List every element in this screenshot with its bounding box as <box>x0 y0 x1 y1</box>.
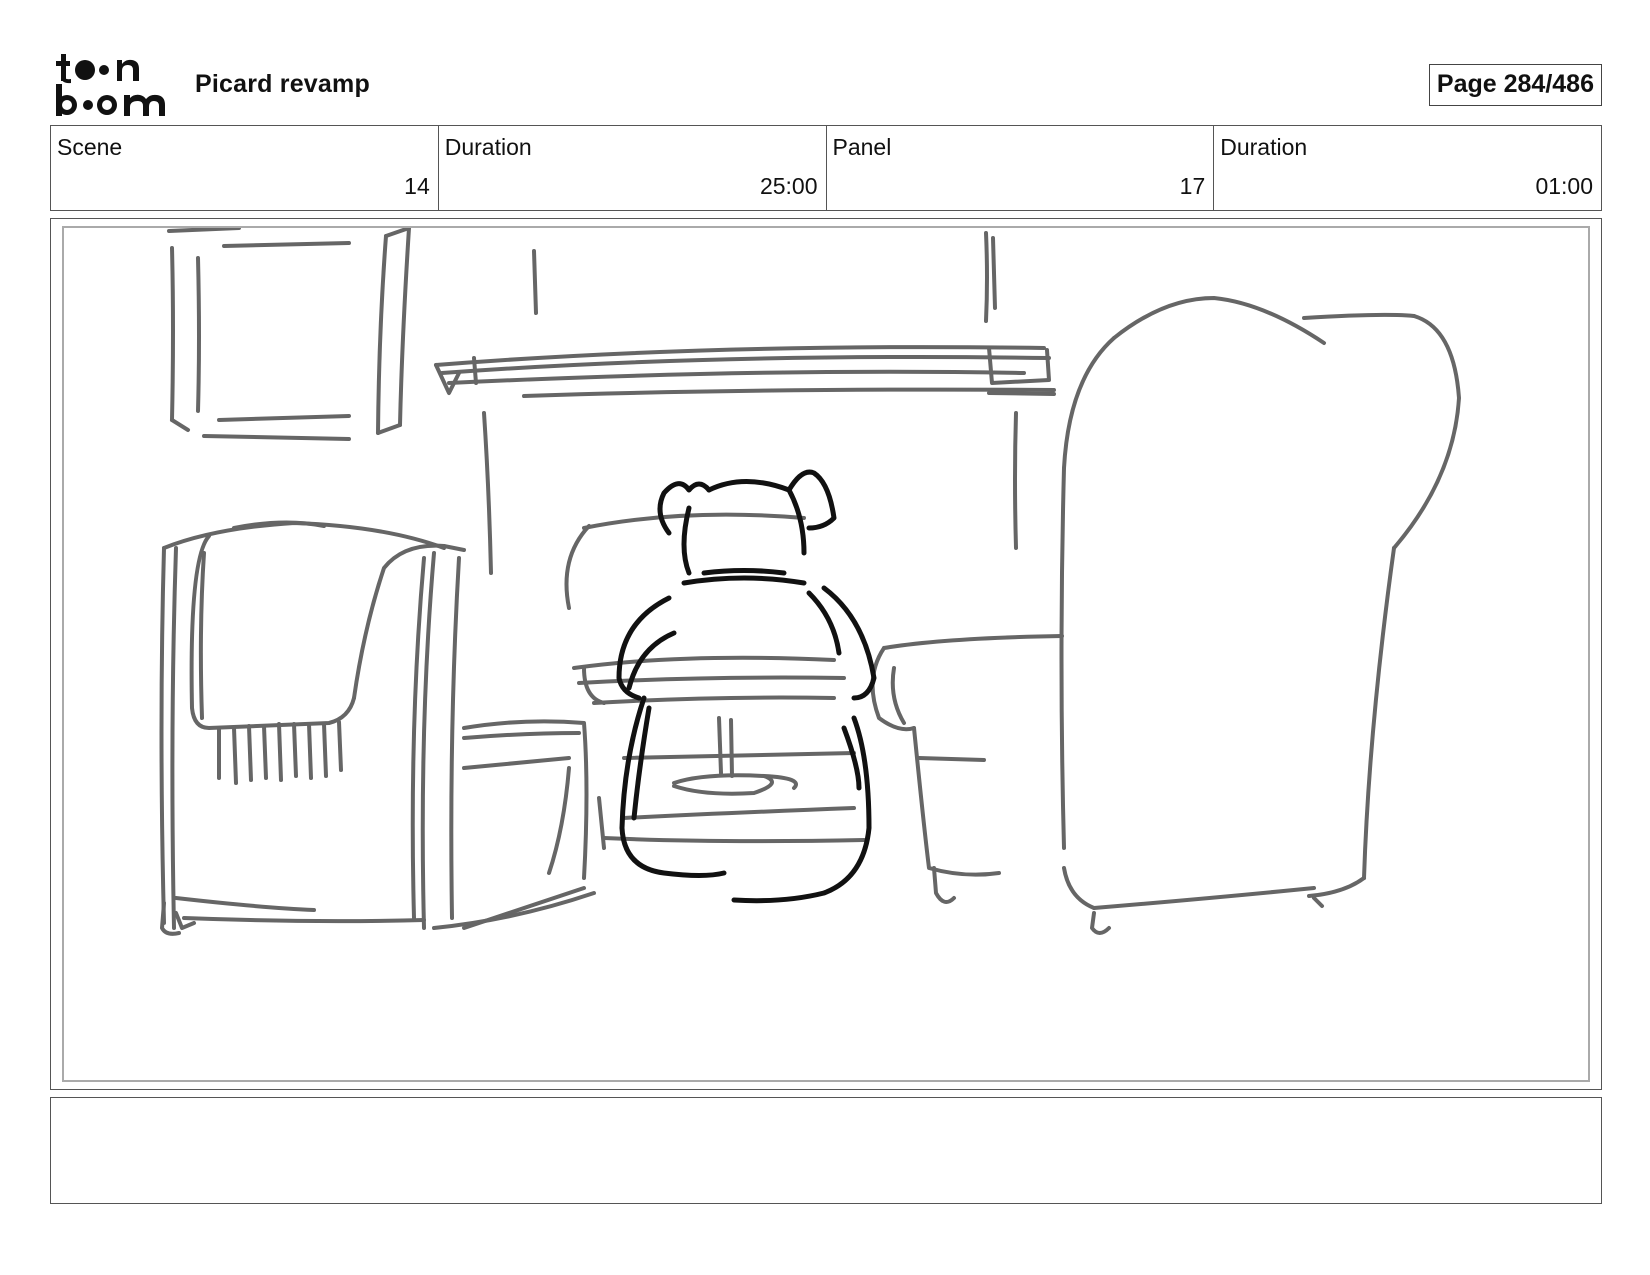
scene-value: 14 <box>404 173 430 199</box>
wingback-chair-sketch <box>1059 296 1461 935</box>
character-sketch <box>616 469 877 904</box>
panel-cell: Panel 17 <box>827 126 1215 210</box>
toonboom-logo <box>56 54 165 116</box>
page-indicator: Page 284/486 <box>1428 64 1602 106</box>
scene-duration-cell: Duration 25:00 <box>439 126 827 210</box>
storyboard-panel <box>62 226 1590 1082</box>
project-title: Picard revamp <box>195 70 370 98</box>
loveseat-sketch <box>870 634 1064 904</box>
left-armchair-sketch <box>159 520 596 936</box>
panel-duration-value: 01:00 <box>1535 173 1593 199</box>
panel-value: 17 <box>1179 173 1206 199</box>
notes-box <box>50 1097 1602 1204</box>
storyboard-panel-frame <box>50 218 1602 1090</box>
panel-label: Panel <box>832 134 892 160</box>
scene-cell: Scene 14 <box>51 126 439 210</box>
scene-label: Scene <box>57 134 123 160</box>
scene-duration-label: Duration <box>444 134 532 160</box>
wall-picture-frame-sketch <box>167 228 411 441</box>
panel-duration-label: Duration <box>1220 134 1308 160</box>
window-sketch <box>434 231 1056 575</box>
panel-duration-cell: Duration 01:00 <box>1214 126 1601 210</box>
scene-duration-value: 25:00 <box>759 173 818 199</box>
info-table: Scene 14 Duration 25:00 Panel 17 Duratio… <box>50 125 1602 211</box>
sketch-drawing <box>159 228 1461 936</box>
table-and-back-chair-sketch <box>564 512 866 850</box>
